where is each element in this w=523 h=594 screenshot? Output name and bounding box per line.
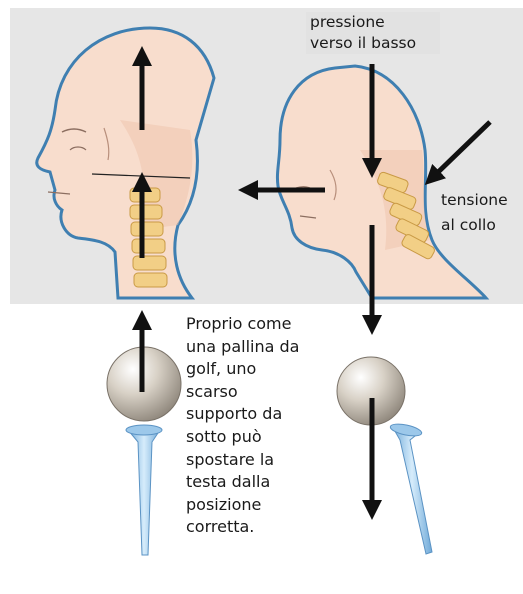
golf-ball-caption: Proprio come una pallina da golf, uno sc… [186, 313, 346, 539]
right-golf-ball-tee [337, 357, 432, 554]
pressure-label: pressione verso il basso [306, 12, 440, 54]
tension-label-line2: al collo [441, 215, 496, 236]
tension-label-line1: tensione [441, 190, 508, 211]
